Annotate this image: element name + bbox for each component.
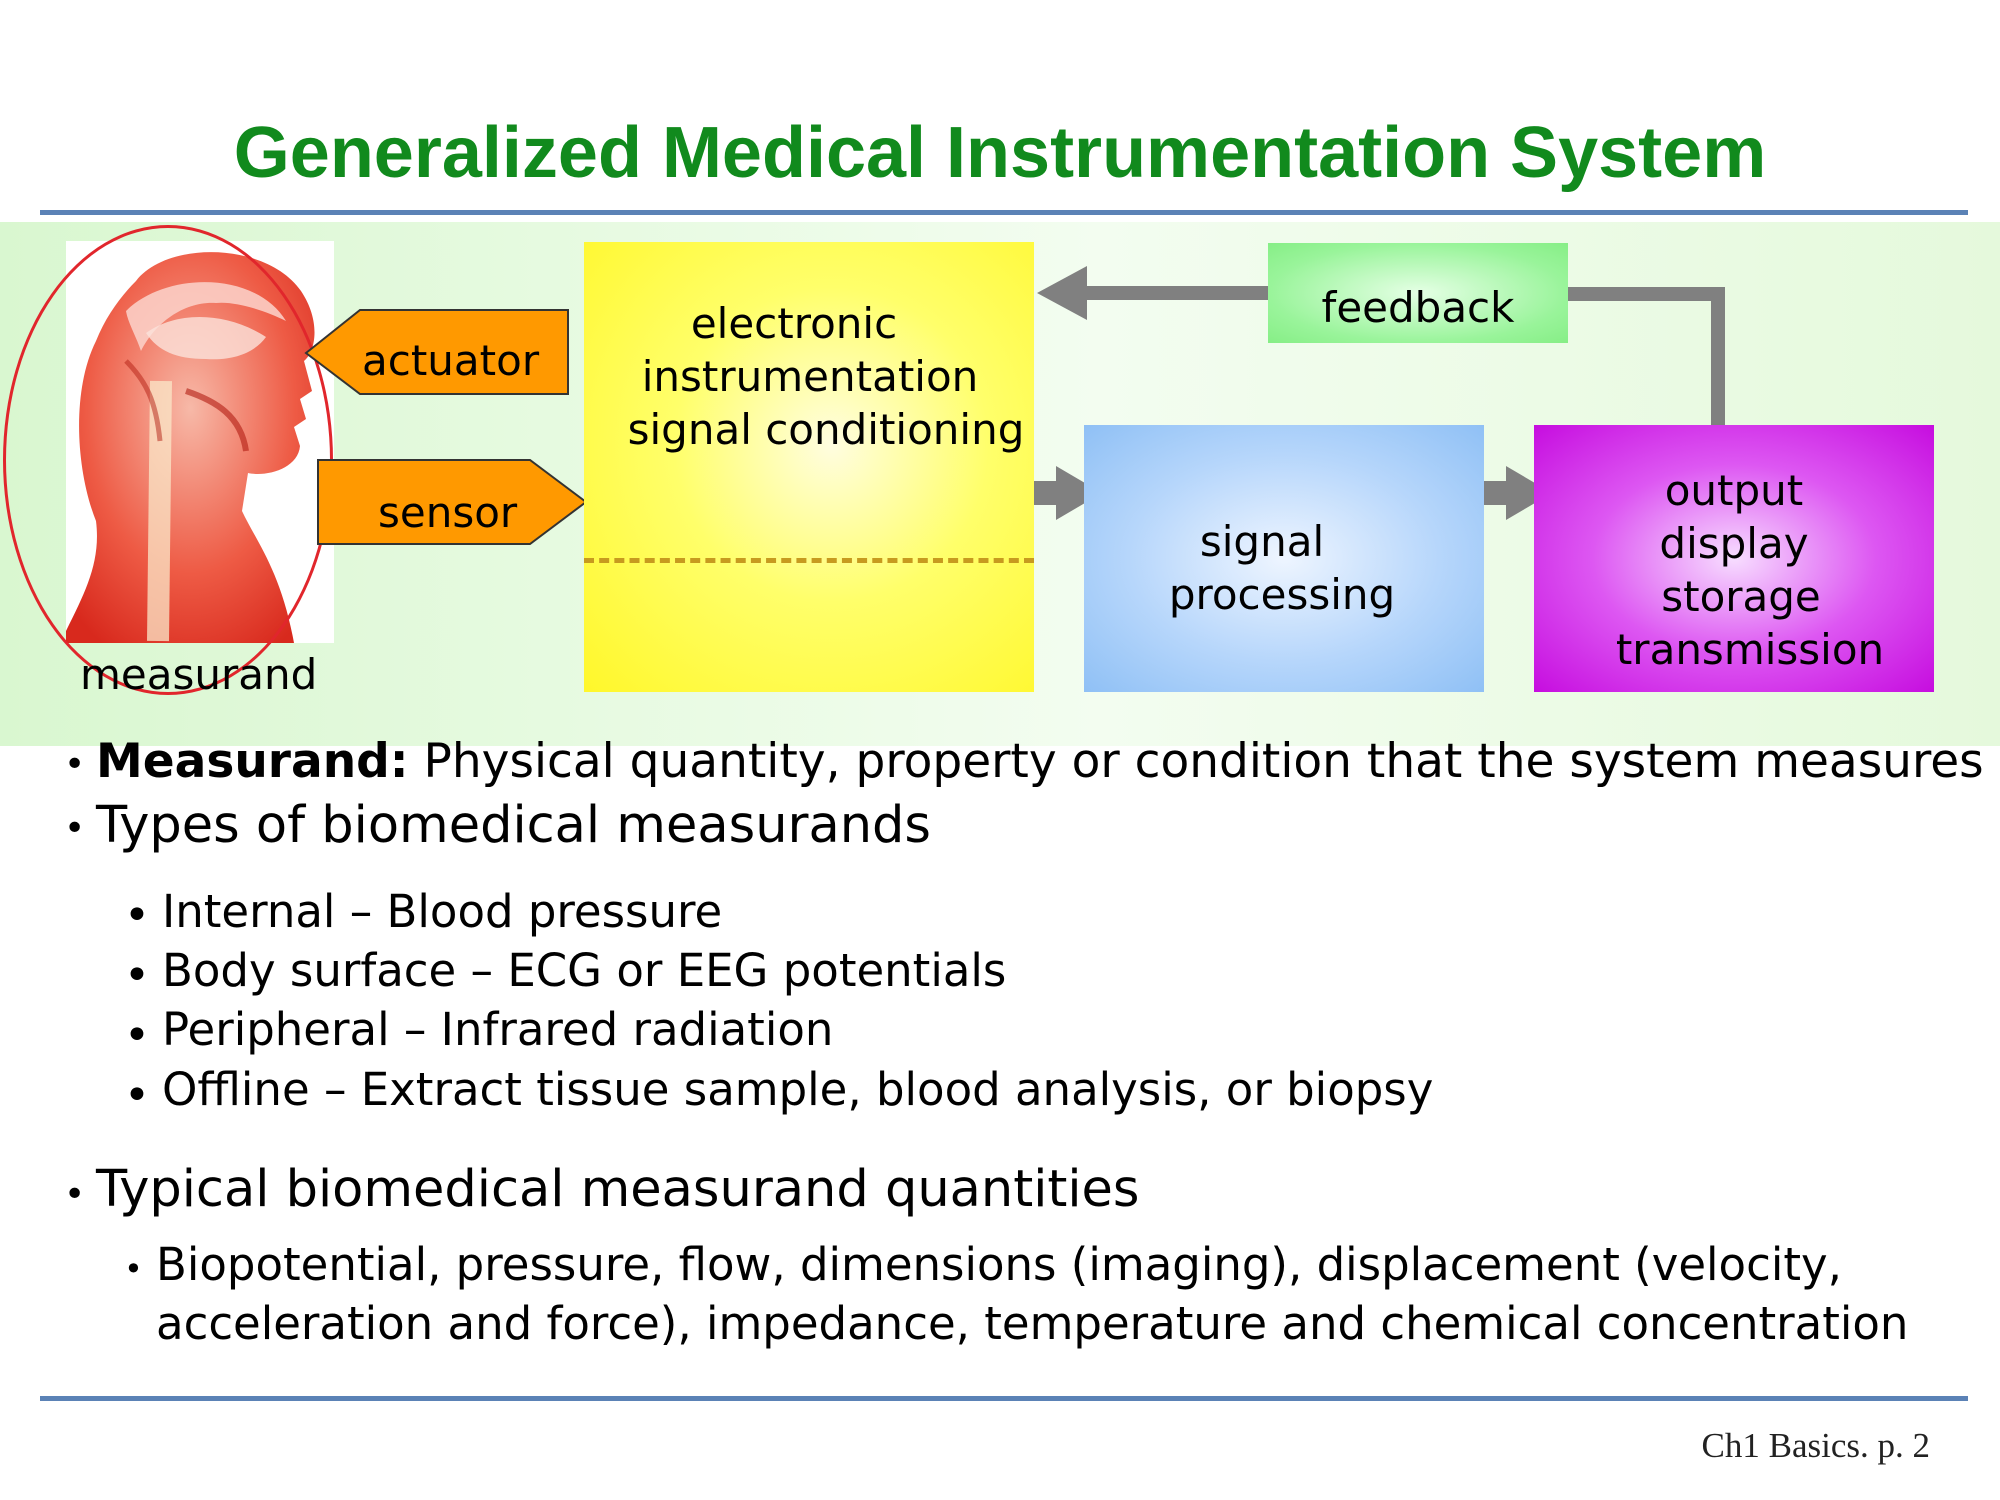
measurand-definition: Physical quantity, property or condition… [408, 734, 1984, 789]
feedback-arrowhead [1037, 266, 1087, 320]
signal-conditioning-box [584, 242, 1034, 692]
bullet-dot: • [64, 744, 86, 785]
actuator-label: actuator [362, 336, 540, 385]
conditioning-line-1: electronic [690, 299, 898, 348]
sub-bullet-dot: • [124, 1010, 150, 1061]
output-line-1: output [1664, 466, 1804, 515]
processing-to-output-arrow [1506, 466, 1552, 520]
feedback-box [1268, 243, 1568, 343]
feedback-return-line [1568, 287, 1725, 425]
output-line-2: display [1659, 519, 1809, 568]
conditioning-divider [584, 558, 1034, 563]
slide-title: Generalized Medical Instrumentation Syst… [233, 113, 1767, 193]
bullet-dot: • [64, 1174, 86, 1215]
output-line-3: storage [1661, 572, 1821, 621]
bottom-divider [40, 1396, 1968, 1401]
quantities-line-2: acceleration and force), impedance, temp… [156, 1297, 1909, 1350]
top-divider [40, 210, 1968, 215]
type-body-surface: Body surface – ECG or EEG potentials [162, 944, 1007, 997]
page-footer: Ch1 Basics. p. 2 [1701, 1426, 1930, 1465]
bullet-quantities-heading: Typical biomedical measurand quantities [96, 1160, 1140, 1219]
processing-line-1: signal [1199, 517, 1325, 566]
processing-line-2: processing [1168, 570, 1396, 619]
sub-bullet-dot: • [124, 890, 150, 941]
sub-bullet-dot: • [124, 1250, 143, 1288]
type-internal: Internal – Blood pressure [162, 885, 723, 938]
sensor-label: sensor [378, 488, 518, 537]
sensor-shape [317, 459, 588, 545]
signal-processing-box [1084, 425, 1484, 692]
conditioning-line-2: instrumentation [641, 352, 979, 401]
measurand-label: measurand [80, 650, 318, 699]
actuator-shape [304, 309, 569, 395]
feedback-label: feedback [1321, 283, 1515, 332]
sub-bullet-dot: • [124, 1070, 150, 1121]
type-offline: Offline – Extract tissue sample, blood a… [162, 1063, 1434, 1116]
diagram-arrows [304, 266, 1725, 545]
type-peripheral: Peripheral – Infrared radiation [162, 1003, 834, 1056]
measurand-term: Measurand: [96, 734, 409, 789]
conditioning-to-processing-arrow [1056, 466, 1102, 520]
bullet-measurand: Measurand: Physical quantity, property o… [96, 734, 1984, 789]
conditioning-line-3: signal conditioning [627, 405, 1025, 454]
output-box [1534, 425, 1934, 692]
output-line-4: transmission [1615, 625, 1885, 674]
bullet-dot: • [64, 808, 86, 849]
quantities-line-1: Biopotential, pressure, flow, dimensions… [156, 1238, 1842, 1291]
sub-bullet-dot: • [124, 950, 150, 1001]
bullet-types-heading: Types of biomedical measurands [96, 796, 932, 855]
